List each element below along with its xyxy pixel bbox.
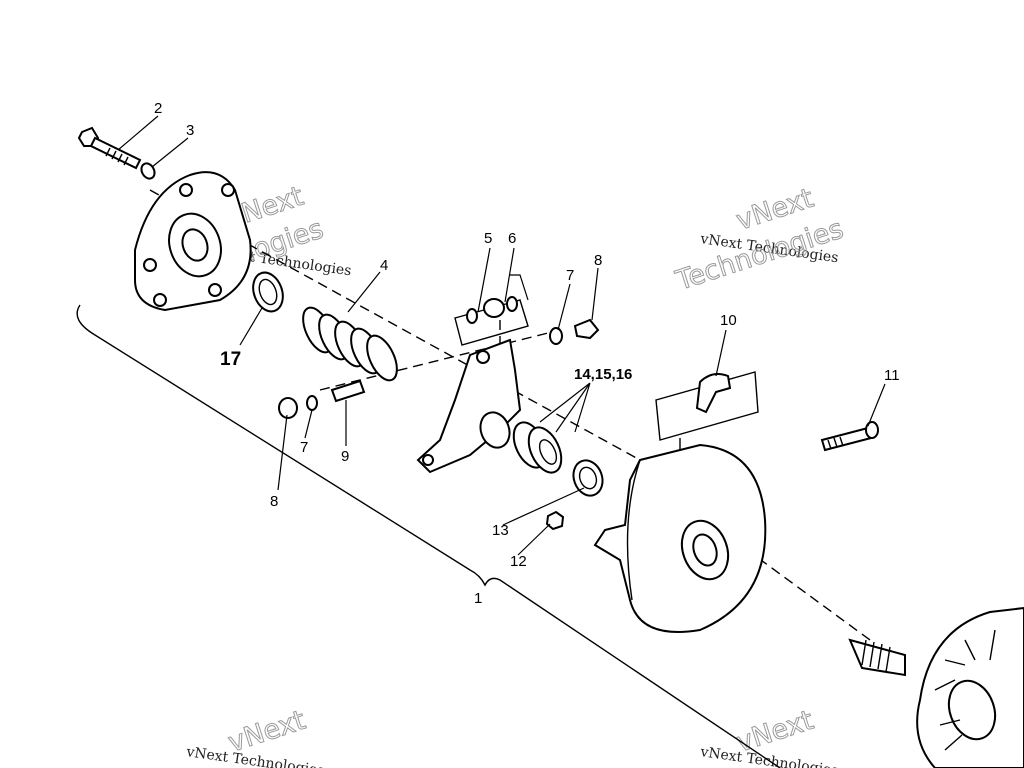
part-label-12: 12 (510, 553, 527, 570)
washer-part (549, 327, 563, 345)
cover-plate-part (134, 171, 252, 312)
part-label-11: 11 (884, 367, 900, 384)
shoe-part (655, 371, 759, 453)
washer-part (140, 162, 156, 180)
part-label-3: 3 (186, 122, 194, 139)
part-label-9: 9 (341, 448, 349, 465)
watermark-bottom-left: vNext vNext Technologies (184, 704, 325, 768)
fixed-sheave-part (848, 606, 1024, 768)
part-label-17: 17 (220, 349, 241, 370)
movable-sheave-part (593, 443, 767, 633)
assembly-axis-upper (149, 189, 641, 461)
part-label-5: 5 (484, 230, 492, 247)
bolt-part (77, 126, 142, 170)
pin-part (330, 379, 366, 403)
part-label-8-right: 8 (594, 252, 602, 269)
cap-nut-part (278, 397, 298, 419)
part-label-1: 1 (474, 590, 482, 607)
nut-part (545, 510, 565, 531)
part-label-6: 6 (508, 230, 516, 247)
washer-part (306, 395, 318, 411)
part-label-2: 2 (154, 100, 162, 117)
watermark-bottom-right: vNext vNext Technologies (698, 704, 839, 768)
spider-arm-part (416, 338, 522, 474)
watermark-top-right: vNext vNext Technologies Technologies (671, 182, 847, 297)
bushing-part (252, 271, 284, 313)
spring-part (302, 306, 398, 382)
part-label-7-right: 7 (566, 267, 574, 284)
spring-set-part (512, 421, 563, 474)
bushing-part (572, 459, 604, 497)
leader-lines (117, 115, 886, 556)
cap-nut-part (573, 318, 600, 340)
part-label-10: 10 (720, 312, 737, 329)
part-label-8-left: 8 (270, 493, 278, 510)
part-label-7-left: 7 (300, 439, 308, 456)
part-label-13: 13 (492, 522, 509, 539)
roller-group-part (454, 296, 529, 346)
assembly-bracket (76, 304, 781, 768)
part-label-14-15-16: 14,15,16 (574, 366, 632, 383)
part-label-4: 4 (380, 257, 388, 274)
screw-part (820, 421, 879, 452)
